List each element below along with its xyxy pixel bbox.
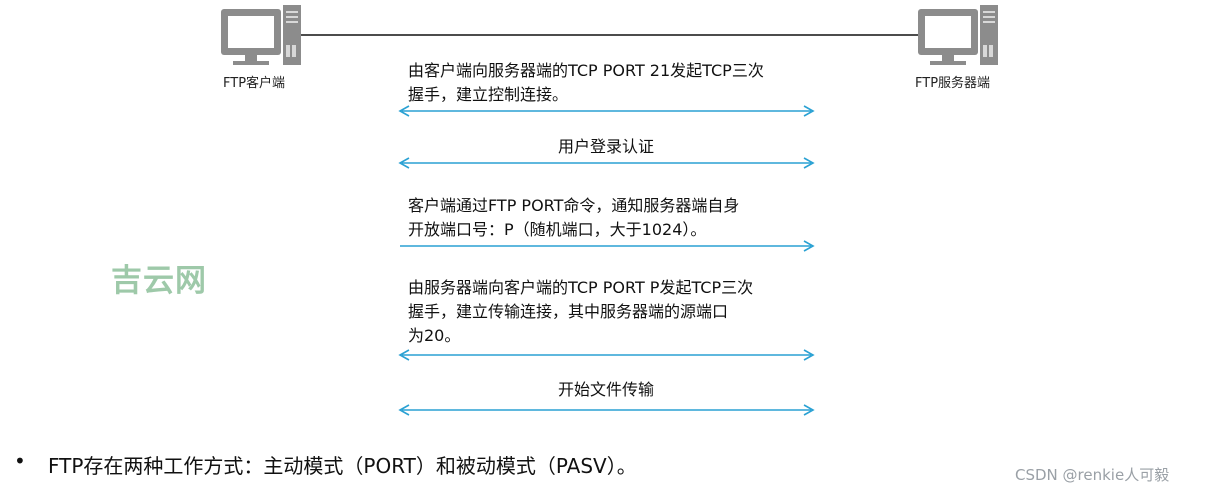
step-2-arrowhead-left xyxy=(398,157,410,169)
step-5-arrowhead-left xyxy=(398,404,410,416)
step-1-arrowhead-left xyxy=(398,105,410,117)
watermark-logo: 吉云网 xyxy=(111,263,207,299)
step-4-arrowhead-left xyxy=(398,349,410,361)
server-computer-icon xyxy=(918,5,998,65)
step-4-line-3: 为20。 xyxy=(408,326,461,345)
step-5-line-1: 开始文件传输 xyxy=(557,380,654,399)
step-3-arrowhead-right xyxy=(803,240,815,252)
server-label: FTP服务器端 xyxy=(915,76,991,91)
step-5-text: 开始文件传输 xyxy=(396,378,816,402)
bullet-marker: • xyxy=(14,449,26,473)
step-4-line-1: 由服务器端向客户端的TCP PORT P发起TCP三次 xyxy=(408,278,754,297)
step-1-arrowhead-right xyxy=(803,105,815,117)
step-4-arrow xyxy=(398,349,815,361)
client-computer-icon xyxy=(221,5,301,65)
client-label: FTP客户端 xyxy=(223,76,286,91)
step-3-text: 客户端通过FTP PORT命令，通知服务器端自身 开放端口号：P（随机端口，大于… xyxy=(408,194,739,242)
step-1-line-1: 由客户端向服务器端的TCP PORT 21发起TCP三次 xyxy=(408,61,764,80)
step-2-text: 用户登录认证 xyxy=(396,135,816,159)
step-1-text: 由客户端向服务器端的TCP PORT 21发起TCP三次 握手，建立控制连接。 xyxy=(408,59,764,107)
step-5-arrowhead-right xyxy=(803,404,815,416)
bullet-text: FTP存在两种工作方式：主动模式（PORT）和被动模式（PASV）。 xyxy=(48,454,637,478)
step-2-line-1: 用户登录认证 xyxy=(557,137,654,156)
step-3-arrow xyxy=(400,240,815,252)
step-4-line-2: 握手，建立传输连接，其中服务器端的源端口 xyxy=(408,302,729,321)
step-2-arrow xyxy=(398,157,815,169)
step-5-arrow xyxy=(398,404,815,416)
step-4-text: 由服务器端向客户端的TCP PORT P发起TCP三次 握手，建立传输连接，其中… xyxy=(408,276,753,348)
step-4-arrowhead-right xyxy=(803,349,815,361)
step-1-line-2: 握手，建立控制连接。 xyxy=(408,85,569,104)
step-3-line-2: 开放端口号：P（随机端口，大于1024）。 xyxy=(408,220,707,239)
arrows-layer xyxy=(398,105,815,416)
credit-text: CSDN @renkie人可毅 xyxy=(1015,466,1170,484)
step-1-arrow xyxy=(398,105,815,117)
step-3-line-1: 客户端通过FTP PORT命令，通知服务器端自身 xyxy=(408,196,740,215)
step-2-arrowhead-right xyxy=(803,157,815,169)
